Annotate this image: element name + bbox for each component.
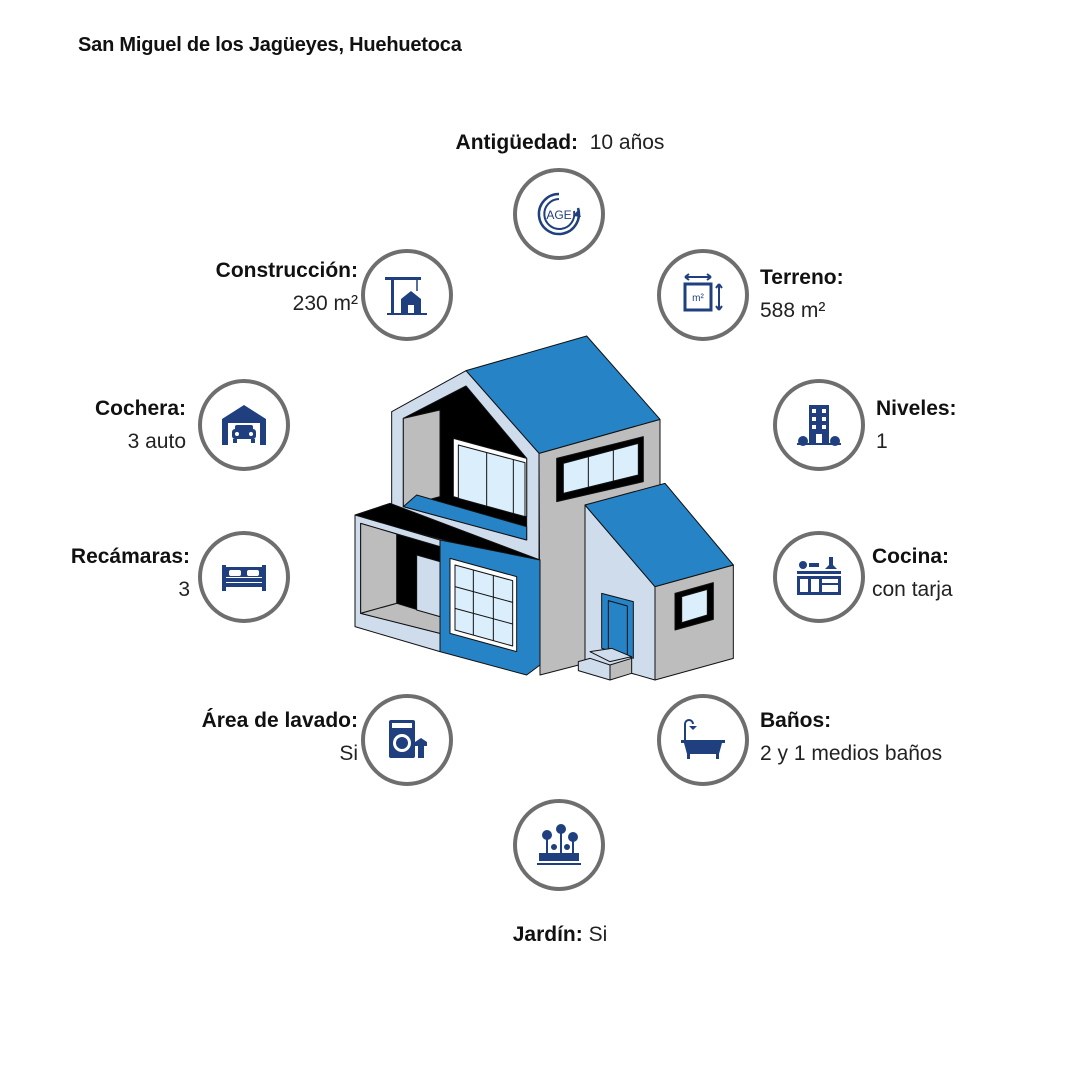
lavado-value: Si (339, 742, 358, 765)
cochera-value: 3 auto (127, 430, 186, 453)
cochera-label: Cochera: 3 auto (40, 392, 186, 458)
cocina-title: Cocina: (872, 545, 950, 568)
antiguedad-label: Antigüedad: 10 años (400, 126, 720, 159)
location-title: San Miguel de los Jagüeyes, Huehuetoca (78, 34, 462, 56)
bed-icon (198, 531, 290, 623)
land-area-icon: m² (657, 249, 749, 341)
banos-value: 2 y 1 medios baños (760, 742, 943, 765)
garage-icon (198, 379, 290, 471)
antiguedad-title: Antigüedad: (455, 131, 579, 154)
niveles-label: Niveles: 1 (876, 392, 1026, 458)
jardin-value: Si (588, 923, 608, 946)
jardin-label: Jardín: Si (400, 918, 720, 951)
niveles-value: 1 (876, 430, 888, 453)
cocina-label: Cocina: con tarja (872, 540, 1032, 606)
recamaras-label: Recámaras: 3 (20, 540, 190, 606)
kitchen-icon (773, 531, 865, 623)
crane-building-icon (361, 249, 453, 341)
banos-title: Baños: (760, 709, 832, 732)
jardin-title: Jardín: (512, 923, 583, 946)
terreno-value: 588 m² (760, 299, 826, 322)
building-icon (773, 379, 865, 471)
garden-icon (513, 799, 605, 891)
antiguedad-value: 10 años (589, 131, 665, 154)
terreno-label: Terreno: 588 m² (760, 261, 960, 327)
washing-machine-icon (361, 694, 453, 786)
lavado-title: Área de lavado: (201, 709, 358, 732)
recamaras-value: 3 (178, 578, 190, 601)
house-illustration (354, 335, 734, 681)
bathtub-icon (657, 694, 749, 786)
banos-label: Baños: 2 y 1 medios baños (760, 704, 1020, 770)
recamaras-title: Recámaras: (70, 545, 190, 568)
niveles-title: Niveles: (876, 397, 957, 420)
construccion-title: Construcción: (215, 259, 358, 282)
cochera-title: Cochera: (94, 397, 186, 420)
terreno-title: Terreno: (760, 266, 844, 289)
age-icon: AGE (513, 168, 605, 260)
construccion-label: Construcción: 230 m² (100, 254, 358, 320)
construccion-value: 230 m² (292, 292, 358, 315)
svg-text:AGE: AGE (546, 208, 571, 222)
cocina-value: con tarja (872, 578, 953, 601)
lavado-label: Área de lavado: Si (100, 704, 358, 770)
svg-text:m²: m² (692, 293, 704, 304)
